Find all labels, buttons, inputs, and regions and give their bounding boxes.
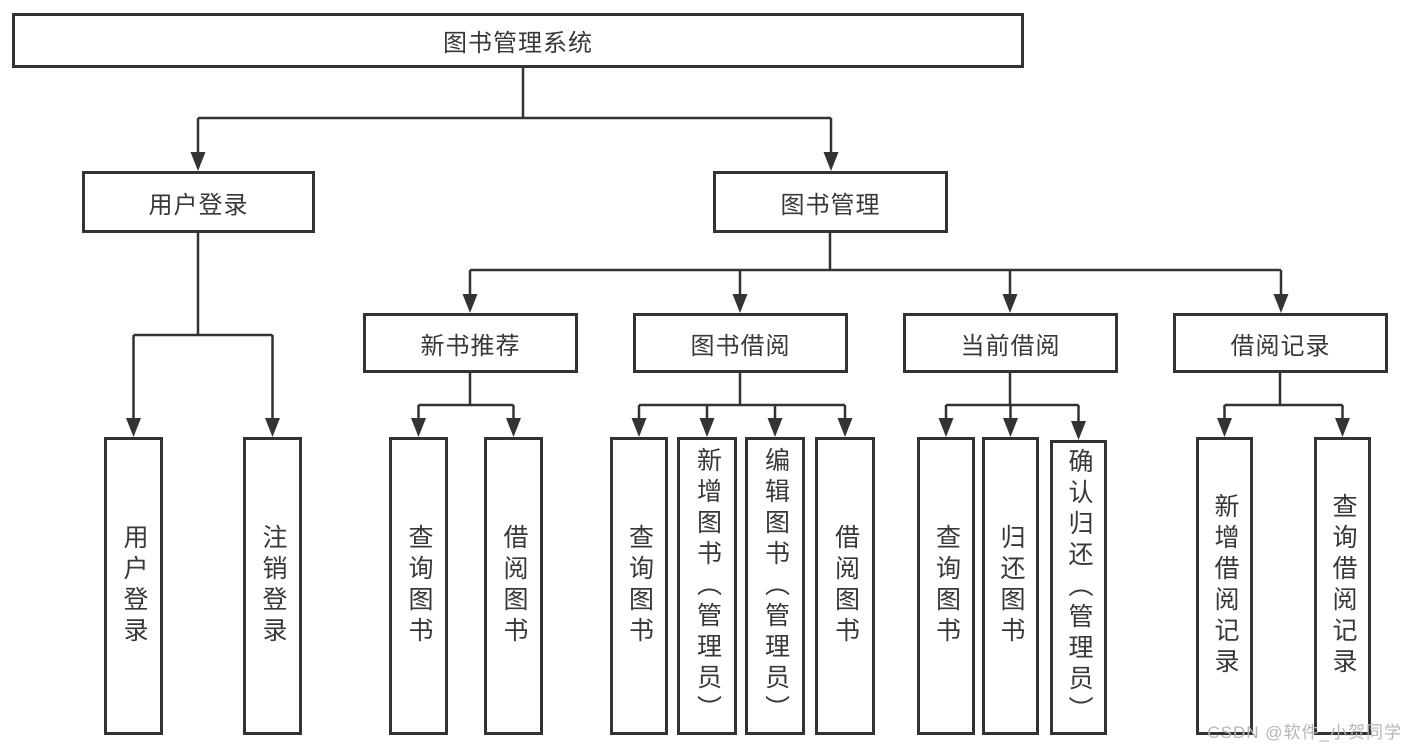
node-new-book-recommend: 新书推荐	[363, 313, 578, 373]
leaf-borrow-book-2: 借阅图书	[815, 437, 875, 735]
leaf-borrow-book-1: 借阅图书	[484, 437, 543, 735]
leaf-edit-book-admin: 编辑图书（管理员）	[745, 437, 805, 735]
leaf-query-borrow-record: 查询借阅记录	[1314, 437, 1371, 735]
leaf-add-borrow-record: 新增借阅记录	[1196, 437, 1253, 735]
leaf-logout: 注销登录	[243, 437, 302, 735]
leaf-query-book-2: 查询图书	[610, 437, 668, 735]
leaf-add-book-admin: 新增图书（管理员）	[677, 437, 737, 735]
node-book-borrow: 图书借阅	[633, 313, 848, 373]
node-user-login: 用户登录	[82, 171, 315, 233]
node-current-borrow: 当前借阅	[903, 313, 1118, 373]
leaf-query-book-1: 查询图书	[389, 437, 448, 735]
watermark: CSDN @软件_小贺同学	[1207, 723, 1402, 742]
node-book-management: 图书管理	[713, 171, 948, 233]
leaf-query-book-3: 查询图书	[917, 437, 975, 735]
leaf-return-book: 归还图书	[982, 437, 1039, 735]
leaf-user-login: 用户登录	[104, 437, 163, 735]
node-root: 图书管理系统	[12, 13, 1024, 68]
leaf-confirm-return-admin: 确认归还（管理员）	[1050, 440, 1107, 735]
node-borrow-records: 借阅记录	[1173, 313, 1388, 373]
